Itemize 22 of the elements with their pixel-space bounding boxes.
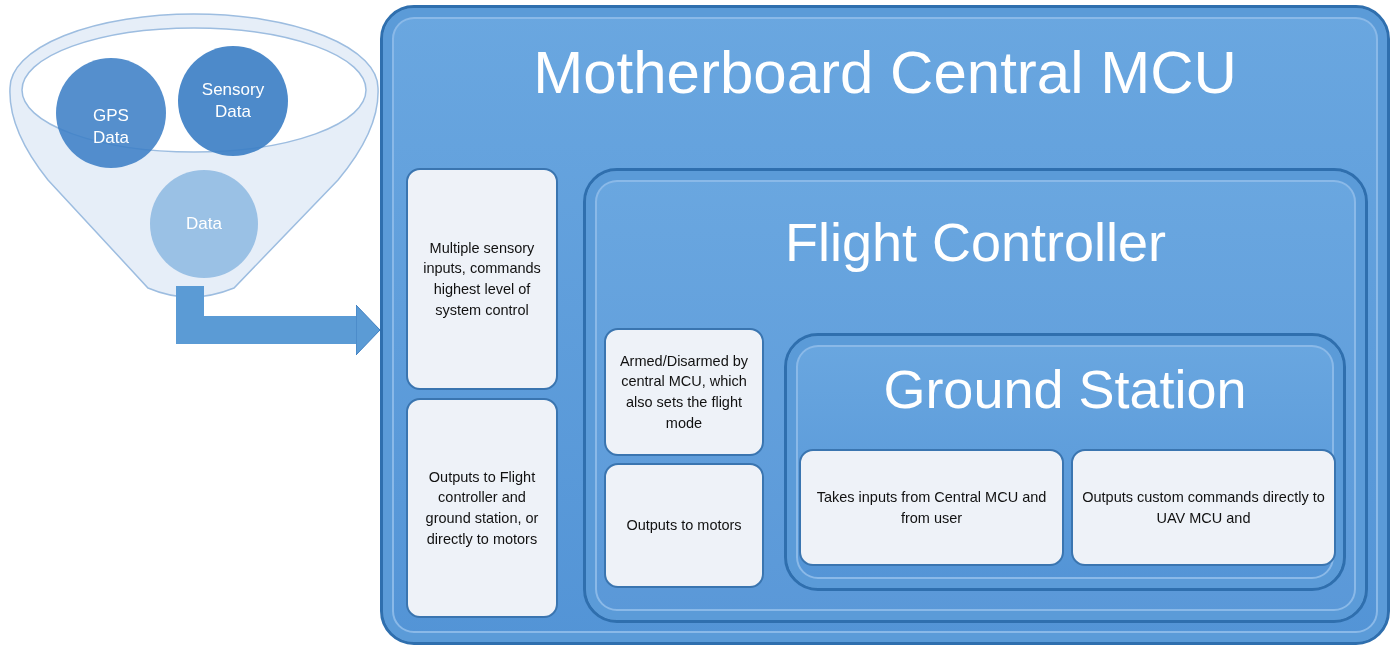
- circle-label: Data: [186, 212, 222, 235]
- description-text: Outputs to motors: [626, 516, 742, 536]
- text-card: [1071, 449, 1336, 566]
- panel-title: Ground Station: [882, 358, 1248, 420]
- text-card: [604, 463, 764, 588]
- container-panel: [784, 333, 1346, 591]
- block-arrow: [176, 286, 381, 356]
- text-card: [799, 449, 1064, 566]
- panel-title: Flight Controller: [783, 211, 1168, 273]
- circle-label: Sensory Data: [200, 78, 266, 123]
- description-text: Armed/Disarmed by central MCU, which also sets the flight mode: [618, 351, 750, 433]
- panel-title: Motherboard Central MCU: [532, 38, 1238, 107]
- container-panel: [583, 168, 1368, 623]
- text-card: [604, 328, 764, 456]
- description-text: Takes inputs from Central MCU and from user: [815, 487, 1048, 528]
- description-text: Outputs custom commands directly to UAV MCU and: [1081, 487, 1326, 528]
- text-card: [406, 168, 558, 390]
- description-text: Outputs to Flight controller and ground station, or directly to motors: [424, 467, 540, 549]
- circle-label: GPS Data: [92, 104, 130, 149]
- container-panel: [380, 5, 1390, 645]
- description-text: Multiple sensory inputs, commands highest level of system control: [422, 238, 542, 320]
- text-card: [406, 398, 558, 618]
